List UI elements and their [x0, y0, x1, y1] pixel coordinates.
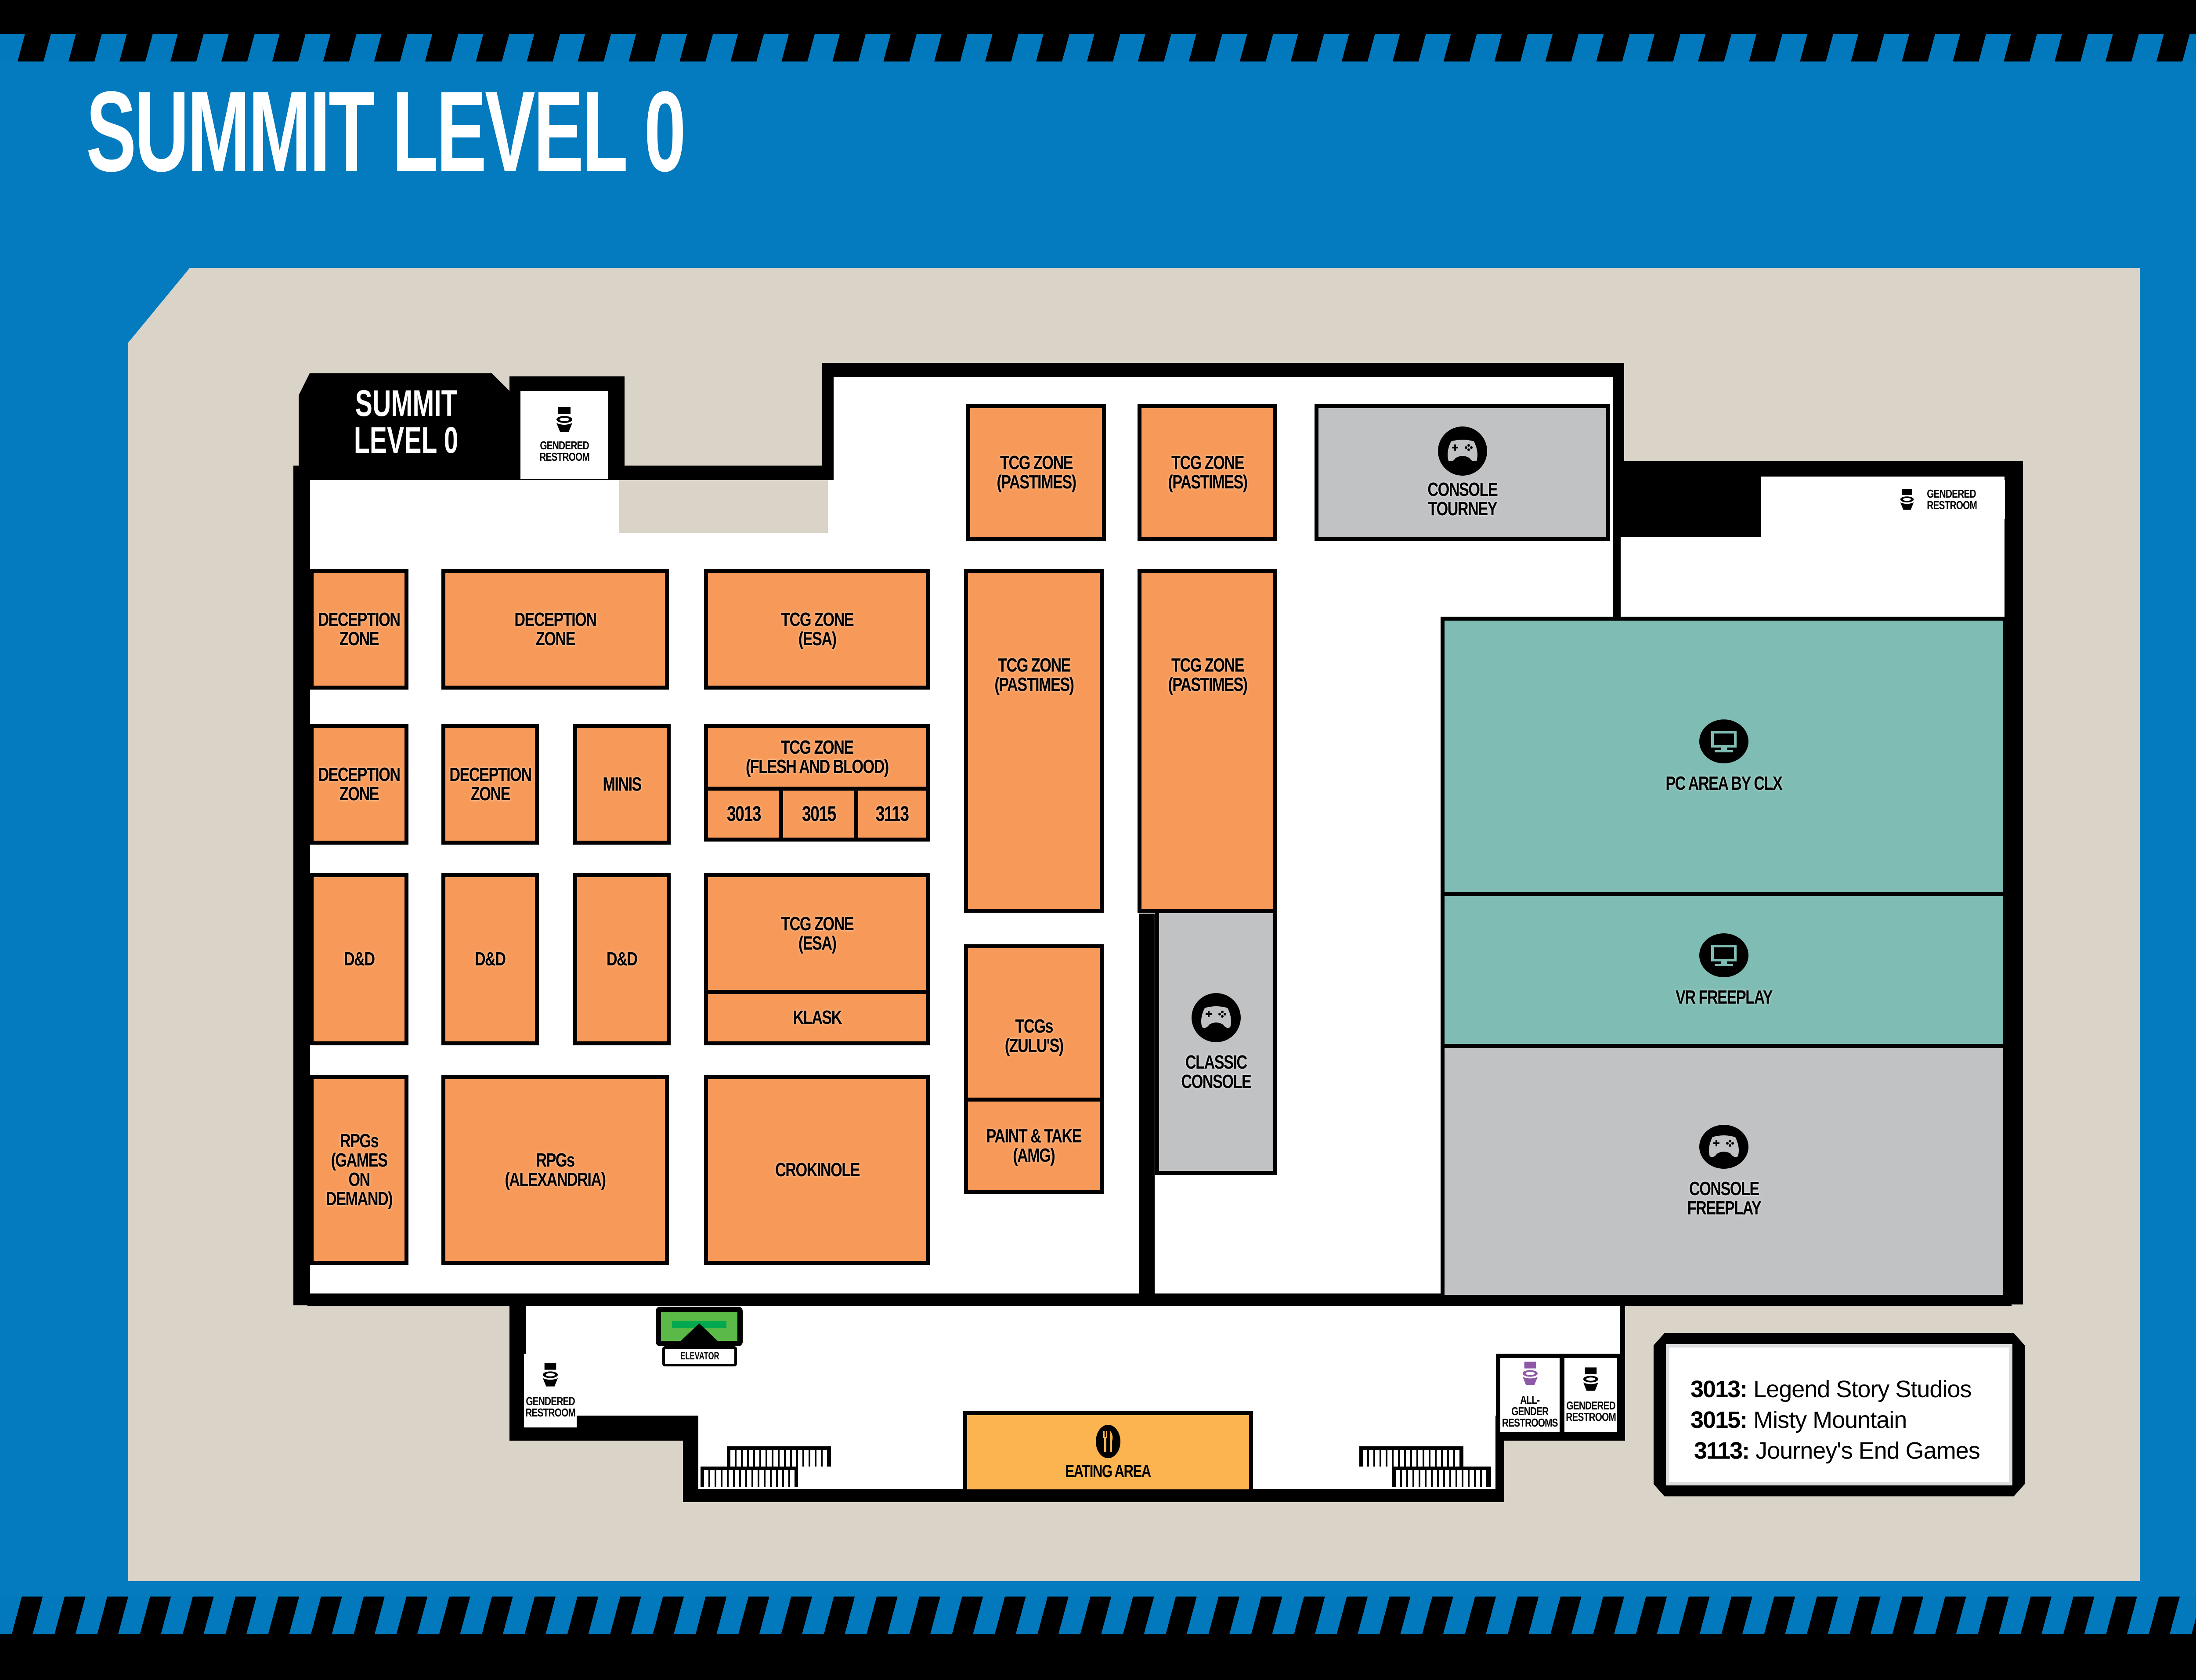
toilet-icon	[542, 1363, 558, 1387]
building-wall	[1616, 505, 1761, 540]
restroom-all-gender[interactable]: ALL-GENDER RESTROOMS	[1500, 1358, 1560, 1432]
zone-console-tourney[interactable]: CONSOLE TOURNEY	[1315, 404, 1610, 541]
zone-dnd-3[interactable]: D&D	[573, 873, 671, 1045]
page-title: SUMMIT LEVEL 0	[86, 68, 686, 195]
stairs-right-lower	[1392, 1467, 1491, 1487]
zone-pc-area-by-clx[interactable]: PC AREA BY CLX	[1441, 617, 2007, 896]
elevator[interactable]	[656, 1307, 743, 1346]
zone-tcg-pastimes-2[interactable]: TCG ZONE (PASTIMES)	[1138, 404, 1277, 541]
toilet-icon	[1583, 1367, 1599, 1391]
monitor-icon	[1699, 719, 1748, 763]
restroom-label: ALL-GENDER RESTROOMS	[1502, 1393, 1558, 1429]
zone-vr-freeplay[interactable]: VR FREEPLAY	[1441, 892, 2007, 1048]
level-tag-label: SUMMIT LEVEL 0	[354, 383, 459, 461]
restroom-label: GENDERED RESTROOM	[1566, 1399, 1616, 1423]
zone-tcgs-zulus[interactable]: TCGs (ZULU'S)	[964, 944, 1104, 1102]
zone-tcg-esa-2[interactable]: TCG ZONE (ESA)	[704, 873, 930, 994]
elevator-label: ELEVATOR	[680, 1350, 719, 1362]
zone-tcg-pastimes-4[interactable]: TCG ZONE (PASTIMES)	[1138, 569, 1277, 913]
zone-deception-3[interactable]: DECEPTION ZONE	[310, 724, 408, 845]
zone-tcg-pastimes-3[interactable]: TCG ZONE (PASTIMES)	[964, 569, 1104, 913]
booth-3113[interactable]: 3113	[854, 787, 930, 842]
elevator-arrow-icon	[681, 1323, 718, 1341]
zone-classic-console[interactable]: CLASSIC CONSOLE	[1155, 909, 1277, 1175]
main-hall-floor	[619, 480, 828, 533]
zone-minis[interactable]: MINIS	[573, 724, 671, 845]
restroom-top-right[interactable]: GENDERED RESTROOM	[1878, 480, 2005, 519]
gamepad-icon	[1699, 1125, 1748, 1169]
gamepad-icon	[1438, 426, 1487, 476]
zone-paint-and-take[interactable]: PAINT & TAKE (AMG)	[964, 1098, 1104, 1194]
zone-deception-4[interactable]: DECEPTION ZONE	[441, 724, 539, 845]
utensils-icon	[1096, 1424, 1120, 1458]
stairs-right-upper	[1359, 1446, 1463, 1467]
restroom-bottom-right[interactable]: GENDERED RESTROOM	[1564, 1358, 1617, 1432]
booth-3015[interactable]: 3015	[779, 787, 858, 842]
zone-klask[interactable]: KLASK	[704, 990, 930, 1045]
zone-dnd-1[interactable]: D&D	[310, 873, 408, 1045]
gamepad-icon	[1192, 993, 1241, 1042]
booth-legend: 3013: Legend Story Studios 3015: Misty M…	[1654, 1333, 2025, 1496]
divider-wall	[1139, 914, 1155, 1300]
zone-tcg-pastimes-1[interactable]: TCG ZONE (PASTIMES)	[966, 404, 1106, 541]
restroom-top-left[interactable]: GENDERED RESTROOM	[520, 391, 608, 479]
restroom-bottom-left[interactable]: GENDERED RESTROOM	[524, 1354, 577, 1427]
monitor-icon	[1699, 933, 1748, 977]
restroom-label: GENDERED RESTROOM	[539, 439, 590, 463]
zone-tcg-esa-1[interactable]: TCG ZONE (ESA)	[704, 569, 930, 690]
restroom-label: GENDERED RESTROOM	[525, 1395, 576, 1419]
elevator-sign: ELEVATOR	[662, 1346, 737, 1366]
zone-console-freeplay[interactable]: CONSOLE FREEPLAY	[1441, 1044, 2007, 1299]
stairs-left-lower	[701, 1467, 798, 1487]
toilet-icon	[556, 407, 572, 432]
legend-row: 3113: Journey's End Games	[1694, 1438, 1980, 1464]
zone-tcg-flesh-and-blood[interactable]: TCG ZONE (FLESH AND BLOOD)	[704, 724, 930, 791]
stairs-left-upper	[727, 1446, 831, 1467]
zone-rpgs-alexandria[interactable]: RPGs (ALEXANDRIA)	[441, 1075, 669, 1265]
zone-deception-1[interactable]: DECEPTION ZONE	[310, 569, 408, 690]
bottom-hazard-stripes	[0, 1597, 2196, 1680]
zone-eating-area[interactable]: EATING AREA	[963, 1411, 1253, 1489]
toilet-icon	[1900, 489, 1914, 510]
legend-row: 3015: Misty Mountain	[1690, 1407, 1907, 1433]
zone-deception-2[interactable]: DECEPTION ZONE	[441, 569, 669, 690]
toilet-icon-purple	[1522, 1362, 1538, 1385]
zone-rpgs-games-on-demand[interactable]: RPGs (GAMES ON DEMAND)	[310, 1075, 408, 1265]
legend-row: 3013: Legend Story Studios	[1690, 1376, 1972, 1402]
level-tag: SUMMIT LEVEL 0	[299, 373, 514, 470]
zone-dnd-2[interactable]: D&D	[441, 873, 539, 1045]
booth-3013[interactable]: 3013	[704, 787, 783, 842]
zone-crokinole[interactable]: CROKINOLE	[704, 1075, 930, 1265]
restroom-label: GENDERED RESTROOM	[1927, 487, 1977, 512]
